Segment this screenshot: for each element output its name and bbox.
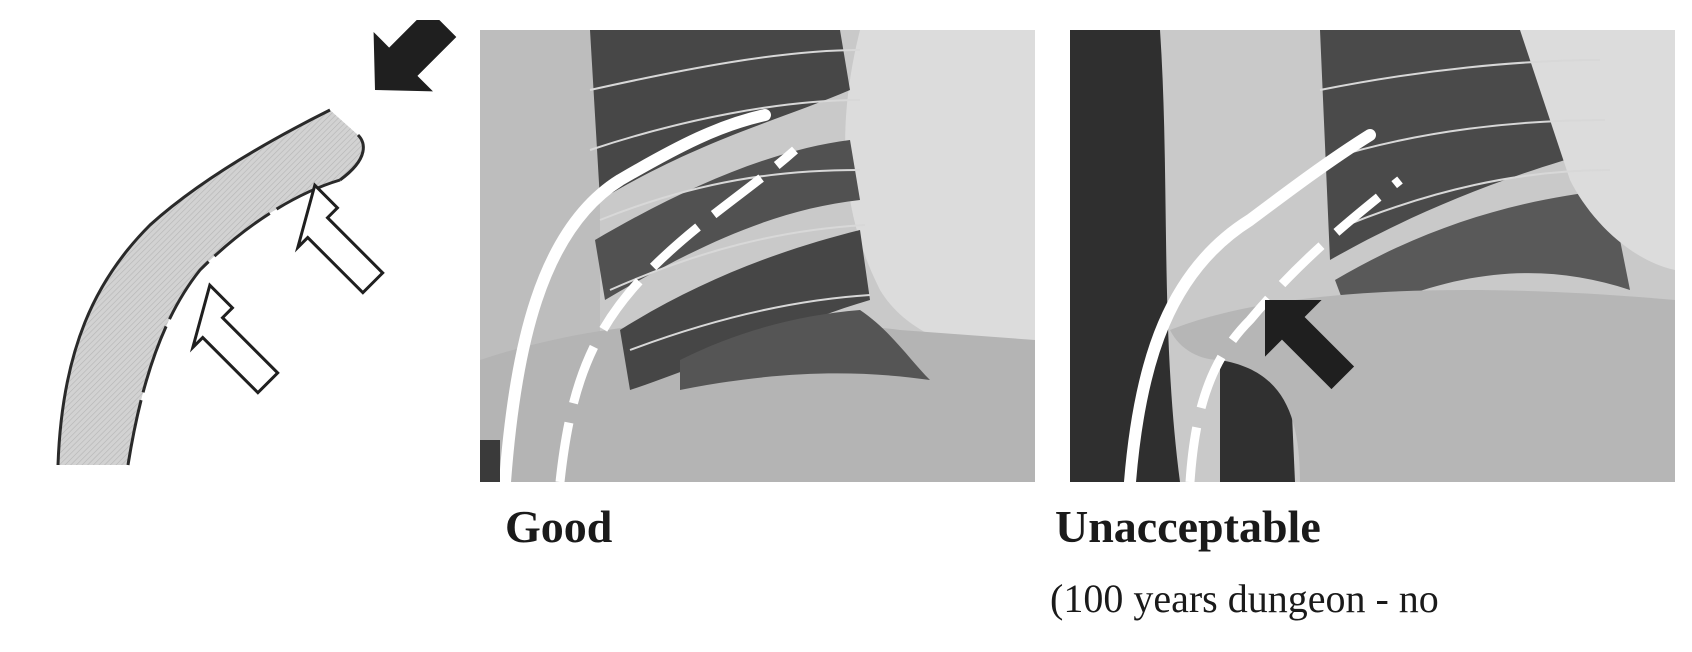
catheter-tip-dashes bbox=[555, 146, 798, 482]
schematic-svg bbox=[56, 8, 457, 466]
caption-good: Good bbox=[505, 501, 613, 552]
tube-tip bbox=[339, 133, 365, 182]
unacceptable-example-panel bbox=[1070, 30, 1675, 482]
catheter-line bbox=[1124, 129, 1376, 482]
hollow-arrow-icon bbox=[189, 282, 280, 395]
catheter-tip-dashes bbox=[1185, 176, 1403, 482]
good-illustration bbox=[480, 30, 1035, 482]
schematic-diagram bbox=[40, 8, 480, 480]
solid-arrow-icon bbox=[373, 8, 457, 92]
good-example-panel bbox=[480, 30, 1035, 482]
catheter-line bbox=[499, 109, 771, 482]
curved-tube bbox=[58, 110, 364, 465]
hollow-arrow-icon bbox=[294, 182, 385, 295]
caption-unacceptable: Unacceptable bbox=[1055, 501, 1321, 552]
tube-inner-wall bbox=[126, 178, 341, 466]
caption-unacceptable-note: (100 years dungeon - no bbox=[1050, 576, 1439, 621]
solid-arrow-icon bbox=[1265, 300, 1355, 390]
unacceptable-illustration bbox=[1070, 30, 1675, 482]
tube-outer-wall bbox=[56, 108, 331, 466]
